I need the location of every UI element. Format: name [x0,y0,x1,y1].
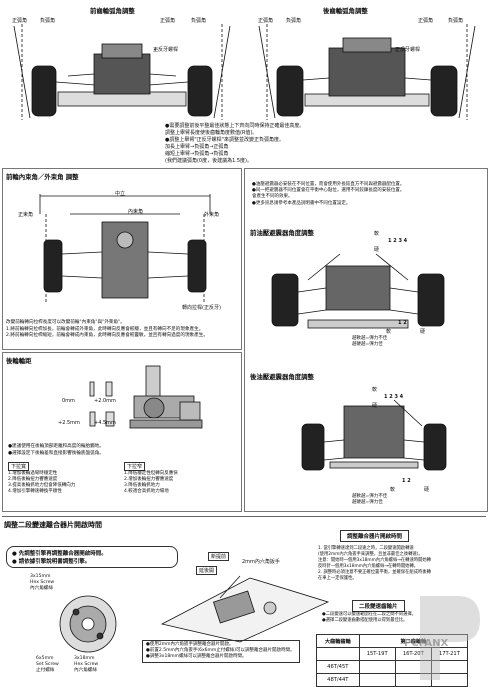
clutch-right-title: 調整離合器片開啟時間 [340,530,410,542]
hex-bottom-label: 3x18mm Hex Screw 內六角螺絲 [74,656,99,673]
front-shock-hard: 硬 [374,247,380,253]
clutch-bullets: ● 先調整引擎再調整離合器開啟時間。 ● 請依據引擎說明書調整引擎。 [6,546,178,568]
clutch-disc-diagram [59,595,117,653]
watermark-logo [420,596,480,680]
front-bottom-holes: 1 2 [398,320,407,326]
rear-pos-camber-label-right: 負弧角 [448,18,464,24]
clutch-steps: ●使用2mm內六角扳手調整離合器片開啟。 ●前置2.5mm內六角扳手(6x6mm… [142,640,300,663]
svg-text:←: ← [154,47,158,53]
rear-bottom-hard: 硬 [424,487,430,493]
gear-table: 大齒輪齒輪 第二齒輪輪 15T-19T 16T-20T 17T-21T 46T/… [316,634,469,687]
clutch-divider [2,516,486,517]
rear-bottom-soft: 軟 [390,487,396,493]
box1-title: 下拉寬 [8,462,30,471]
rear-shock-soft: 軟 [372,387,378,393]
toe-rod-label: 轉向拉桿(正反牙) [182,305,221,311]
spacer-2: +2.5mm [58,420,80,426]
spacer-0: 0mm [62,398,75,404]
watermark-text: PCFANX [404,638,449,649]
clutch-tag-2: 延後開 [196,566,218,575]
rear-camber-diagram [258,24,476,120]
front-shock-soft: 軟 [374,231,380,237]
front-pos-camber-label: 負弧角 [40,18,56,24]
rear-hub-diagram [129,365,203,429]
rear-bottom-holes: 1 2 [402,478,411,484]
shock-notes: ●油壓避震器必安裝在不同位置，而會使用外長鉸直方不同與避震器配位置。 ●同一把避… [252,182,405,206]
small-gear-tab-wrap: 二段變速齒輪片 [352,600,405,612]
rear-height-title: 後輪輪距 [6,357,32,365]
box1-text: 1.增加後輪過彎時穩定性 2.降低後輪扭力響應速度 3.提高後輪抓地力但會降低轉… [8,471,76,494]
hex-top-label: 3x15mm Hex Screw 內六角螺絲 [30,574,55,591]
small-gear-tab: 二段變速齒輪片 [352,600,405,612]
rear-screw-label: 正反牙螺桿 [395,47,421,53]
toe-center-label: 中立 [115,191,126,197]
gear-table-cell [316,647,360,661]
camber-notes: ●需要調整前後平整最佳狀態上下齊向同時保持正確最佳高度。 調整上舉臂長度使後齒輪… [165,123,305,164]
front-camber-title: 前齒輪弧角調整 [90,7,135,15]
wrench-label: 2mm內六角扳手 [242,559,280,565]
clutch-assembly-diagram [160,575,330,643]
toe-diagram [39,194,211,304]
front-camber-diagram: ← [13,24,231,120]
gear-table-header: 大齒輪齒輪 [316,634,360,648]
rear-pos-camber-label: 負弧角 [286,18,302,24]
clutch-bullet-1: ● 先調整引擎再調整離合器開啟時間。 [12,551,107,557]
rear-height-notes: ●建議使用在後輪頂部距離和高度的輪胎觸地。 ●選擇設定下後輪差和直接影響後輪底盤… [8,444,104,456]
front-shock-holes: 1 2 3 4 [388,238,408,244]
toe-notes: 改變前輪轉向拉桿長度可以改變前輪"內束角"與"外束角"。 1.將前輪轉向拉桿加長… [6,320,208,338]
rear-shock-title: 後油壓避震器角度調整 [250,373,314,381]
clutch-right-title-text: 調整離合器片開啟時間 [340,530,410,542]
rear-shock-hard: 硬 [372,403,378,409]
rear-shock-legend: 越軟越=彈力不佳 越硬越=彈力佳 [352,494,388,505]
front-shock-diagram [271,253,445,329]
toe-in-label: 內束角 [128,209,144,215]
front-screw-label: 正反牙螺桿 [153,47,179,53]
rear-height-panel [2,352,242,512]
shock-panel [244,168,488,512]
clutch-tag-1: 新提前 [208,552,230,561]
rear-neg-camber-label: 正弧角 [258,18,274,24]
front-bottom-hard: 硬 [420,329,426,335]
gear-table-cell: 46T/45T [316,660,360,674]
rear-neg-camber-label-right: 正弧角 [418,18,434,24]
toe-title: 前輪內束角／外束角 調整 [6,173,79,181]
front-bottom-soft: 軟 [386,329,392,335]
spacer-3: +4.5mm [94,420,116,426]
front-shock-legend: 越軟越=彈力不佳 越硬越=彈力佳 [352,336,388,347]
toe-panel [2,168,242,350]
spacer-icons [89,381,115,427]
rear-height-box2: 下拉窄 1.降低穩定性但轉向反應快 2.增加後輪扭力響應速度 3.降低後輪抓地力… [124,462,236,506]
set-screw-label: 6x5mm Set Screw 止付螺絲 [36,656,59,673]
rear-camber-title: 後齒輪弧角調整 [323,7,368,15]
spacer-1: +2.0mm [94,398,116,404]
box2-title: 下拉窄 [124,462,146,471]
clutch-title: 調整二段變速離合器片開啟時間 [4,521,102,529]
front-shock-title: 前油壓避震器角度調整 [250,229,314,237]
front-pos-camber-label-right: 負弧角 [191,18,207,24]
rear-height-box1: 下拉寬 1.增加後輪過彎時穩定性 2.降低後輪扭力響應速度 3.提高後輪抓地力但… [8,462,116,506]
front-neg-camber-label: 正弧角 [12,18,28,24]
front-neg-camber-label-right: 正弧角 [160,18,176,24]
rear-shock-diagram [301,399,447,471]
toe-out-label: 外束角 [204,212,220,218]
rear-shock-holes: 1 2 3 4 [384,394,404,400]
small-gear-notes: ●二段變速可以變速範圍在在二段之間不同選擇。 ●選擇二段變速齒數搭配使用以得到最… [322,612,416,623]
clutch-right-notes: 1. 當引擎轉速達到二段速之時，二段變速開啟轉速 (使用2mm內六角扳手來調整，… [318,546,431,581]
clutch-bullet-2: ● 請依據引擎說明書調整引擎。 [12,559,91,565]
front-toe-in-label: 正束角 [18,212,34,218]
box2-text: 1.降低穩定性但轉向反應快 2.增加後輪扭力響應速度 3.降低後輪抓地力 4.較… [124,471,178,494]
